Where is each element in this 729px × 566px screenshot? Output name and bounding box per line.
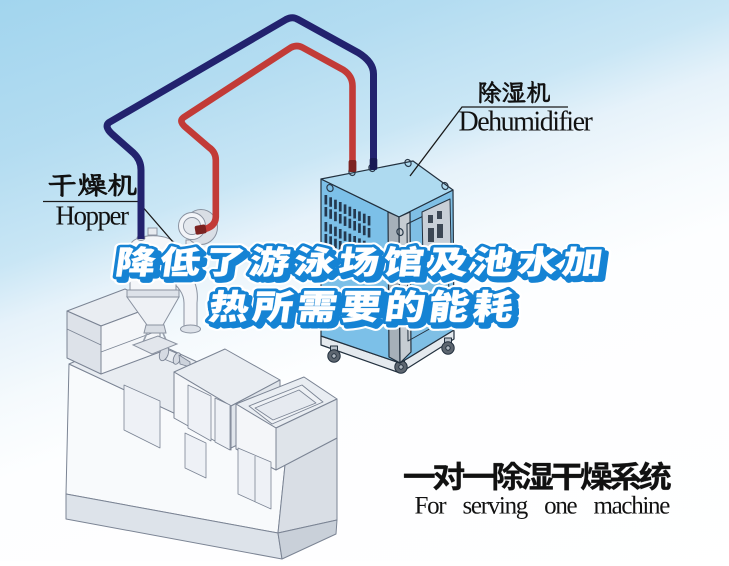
svg-text:Dehumidifier: Dehumidifier — [459, 107, 594, 138]
svg-text:Hopper: Hopper — [56, 200, 129, 230]
svg-text:For serving one machine: For serving one machine — [415, 493, 671, 520]
